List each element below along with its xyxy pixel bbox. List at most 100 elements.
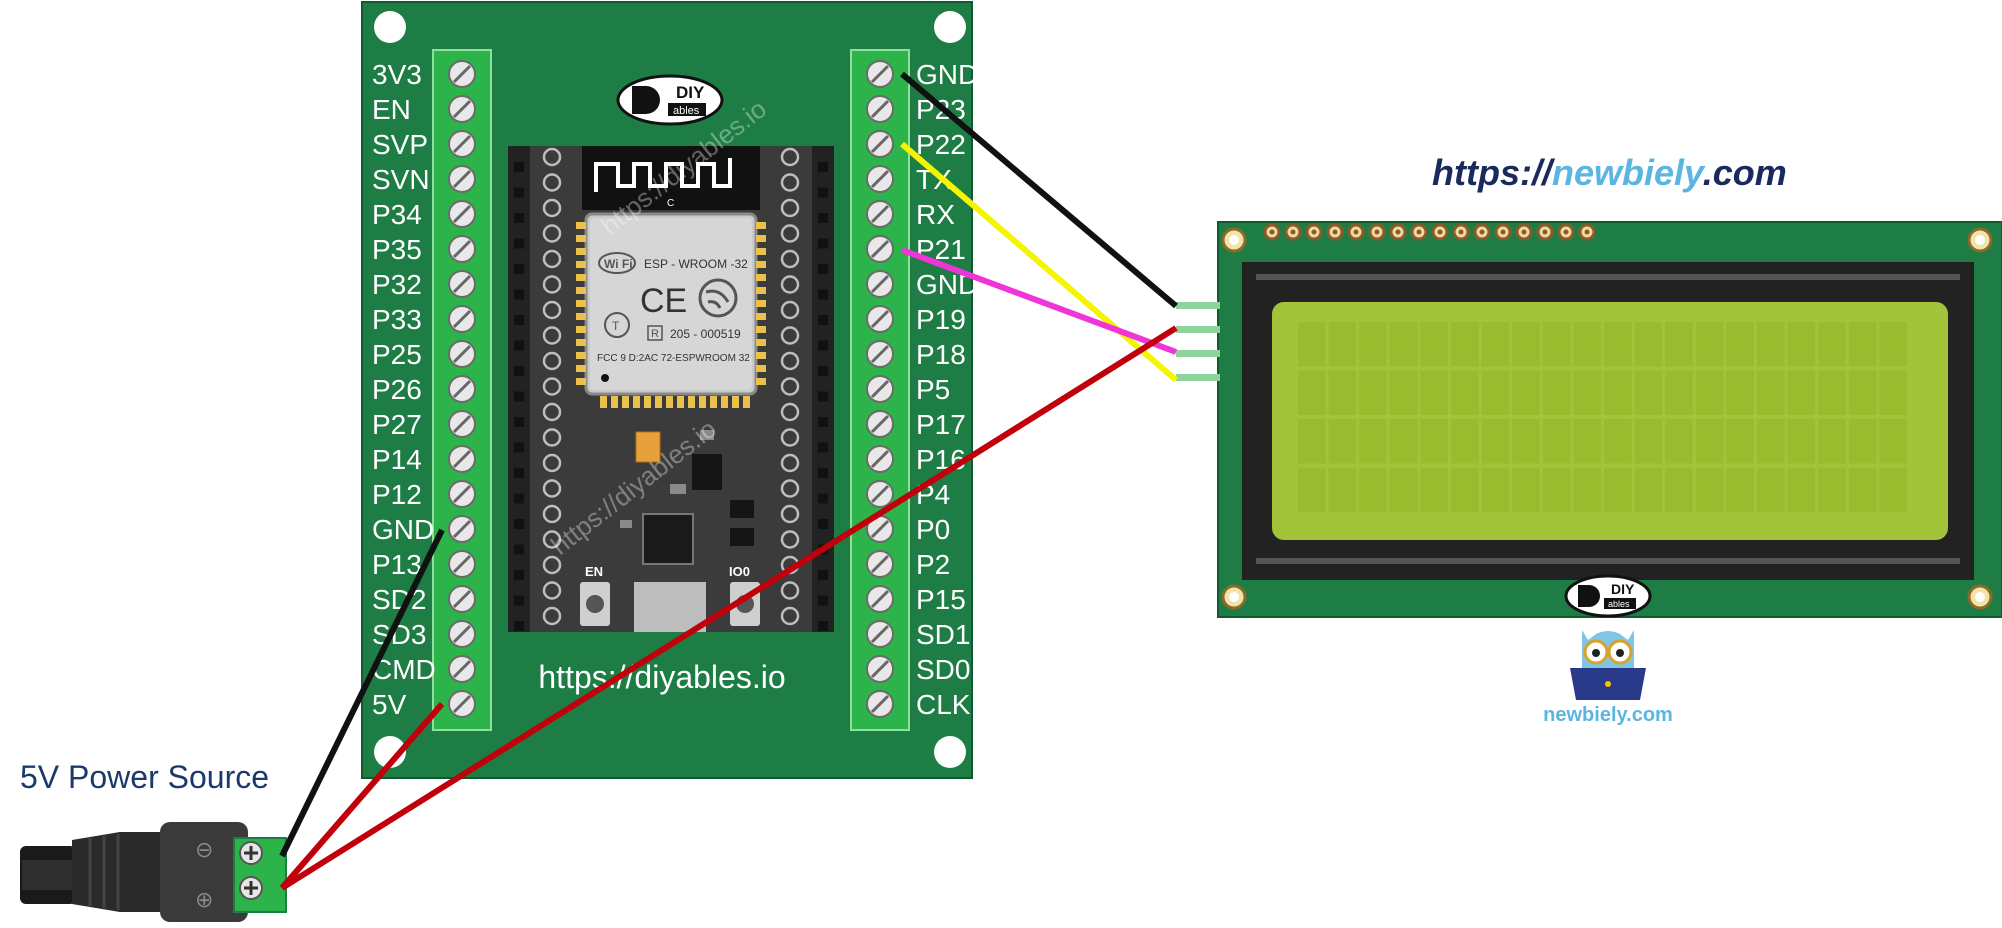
pad bbox=[542, 249, 562, 269]
lcd-20x4-module: DIY ables bbox=[1176, 221, 2002, 618]
pad bbox=[542, 377, 562, 396]
pin-label: P13 bbox=[372, 549, 422, 580]
pad bbox=[542, 504, 562, 524]
pin-label: P14 bbox=[372, 444, 422, 475]
lcd-mounting-holes bbox=[1221, 227, 1993, 610]
pad bbox=[780, 402, 800, 422]
pad bbox=[542, 606, 562, 626]
pad bbox=[542, 555, 562, 575]
minus-symbol: ⊖ bbox=[195, 838, 213, 863]
left-terminal-strip bbox=[432, 49, 492, 731]
svg-text:DIY: DIY bbox=[1611, 581, 1635, 597]
pad bbox=[780, 300, 800, 320]
left-header bbox=[508, 146, 530, 632]
pin-label: 3V3 bbox=[372, 59, 422, 90]
power-source-label: 5V Power Source bbox=[20, 759, 269, 795]
telec-mark: T bbox=[604, 312, 630, 338]
svg-text:ables: ables bbox=[1608, 599, 1630, 609]
pad bbox=[542, 326, 562, 345]
pad bbox=[542, 300, 562, 320]
pad bbox=[542, 428, 562, 447]
pad bbox=[780, 198, 800, 218]
svg-text:R: R bbox=[651, 328, 659, 340]
i2c-pin bbox=[1176, 374, 1220, 381]
pad bbox=[780, 428, 800, 447]
right-header bbox=[812, 146, 834, 632]
right-terminal-screws bbox=[866, 60, 894, 718]
pad bbox=[542, 402, 562, 422]
pin-label: SVN bbox=[372, 164, 430, 195]
board-url: https://diyables.io bbox=[538, 659, 785, 695]
pad bbox=[542, 479, 562, 498]
wifi-logo: Wi Fi bbox=[598, 252, 636, 274]
antenna-trace bbox=[594, 158, 732, 192]
pin-label: P5 bbox=[916, 374, 950, 405]
fcc-text: FCC 9 D:2AC 72-ESPWROOM 32 bbox=[597, 353, 750, 364]
pin-label: GND bbox=[916, 59, 978, 90]
vcc-wire bbox=[280, 325, 1178, 891]
usb-uart-chip bbox=[642, 513, 694, 565]
power-gnd-wire bbox=[279, 528, 445, 858]
module-name: ESP - WROOM -32 bbox=[644, 257, 748, 271]
pin-label: P15 bbox=[916, 584, 966, 615]
espressif-logo bbox=[698, 278, 738, 318]
r-code: 205 - 000519 bbox=[670, 327, 741, 341]
pad bbox=[780, 581, 800, 600]
lcd-i2c-pins bbox=[1176, 302, 1220, 381]
i2c-pin bbox=[1176, 350, 1220, 357]
pin-label: P35 bbox=[372, 234, 422, 265]
pad bbox=[780, 606, 800, 626]
pin-label: P27 bbox=[372, 409, 422, 440]
i2c-pin bbox=[1176, 302, 1220, 309]
dc-barrel-jack: ⊖ ⊕ bbox=[20, 822, 287, 922]
pad bbox=[780, 224, 800, 243]
i2c-pin bbox=[1176, 326, 1220, 333]
header-pins bbox=[514, 162, 828, 631]
pin-label: SVP bbox=[372, 129, 428, 160]
logo-text-bottom: ables bbox=[673, 105, 700, 117]
pin-label: P25 bbox=[372, 339, 422, 370]
pad bbox=[780, 530, 800, 549]
pad bbox=[780, 351, 800, 371]
pin-label: P22 bbox=[916, 129, 966, 160]
pad bbox=[542, 147, 562, 167]
pin-label: 5V bbox=[372, 689, 407, 720]
esp32-breakout-board: 3V3ENSVPSVNP34P35P32P33P25P26P27P14P12GN… bbox=[361, 1, 978, 779]
power-5v-wire bbox=[279, 702, 445, 890]
pin-label: P34 bbox=[372, 199, 422, 230]
mounting-hole bbox=[934, 736, 966, 768]
pin-label: P19 bbox=[916, 304, 966, 335]
left-pin-labels: 3V3ENSVPSVNP34P35P32P33P25P26P27P14P12GN… bbox=[372, 59, 436, 720]
svg-text:T: T bbox=[612, 319, 620, 333]
pin-label: SD2 bbox=[372, 584, 426, 615]
en-button-label: EN bbox=[585, 564, 603, 579]
pin-label: CMD bbox=[372, 654, 436, 685]
pin-label: P12 bbox=[372, 479, 422, 510]
antenna-label: C bbox=[667, 198, 674, 209]
pad bbox=[780, 275, 800, 294]
pad bbox=[780, 377, 800, 396]
pad bbox=[542, 530, 562, 549]
tantalum-capacitor bbox=[635, 431, 661, 463]
pad bbox=[780, 173, 800, 192]
svg-text:Wi Fi: Wi Fi bbox=[604, 257, 633, 271]
pad bbox=[780, 504, 800, 524]
gnd-wire bbox=[900, 71, 1178, 309]
usb-port bbox=[634, 582, 706, 632]
jack-body bbox=[160, 822, 248, 922]
pin-label: RX bbox=[916, 199, 955, 230]
pin-label: P18 bbox=[916, 339, 966, 370]
pad bbox=[780, 326, 800, 345]
module-castellated-pins bbox=[576, 222, 766, 408]
pad bbox=[542, 224, 562, 243]
pin-label: P26 bbox=[372, 374, 422, 405]
pin-label: P32 bbox=[372, 269, 422, 300]
pin-label: P17 bbox=[916, 409, 966, 440]
pin-label: CLK bbox=[916, 689, 971, 720]
sda-wire bbox=[900, 141, 1178, 383]
ce-mark: CE bbox=[640, 282, 687, 320]
jack-sleeve bbox=[72, 832, 160, 912]
pad bbox=[542, 173, 562, 192]
diyables-logo: DIY ables bbox=[616, 74, 724, 126]
